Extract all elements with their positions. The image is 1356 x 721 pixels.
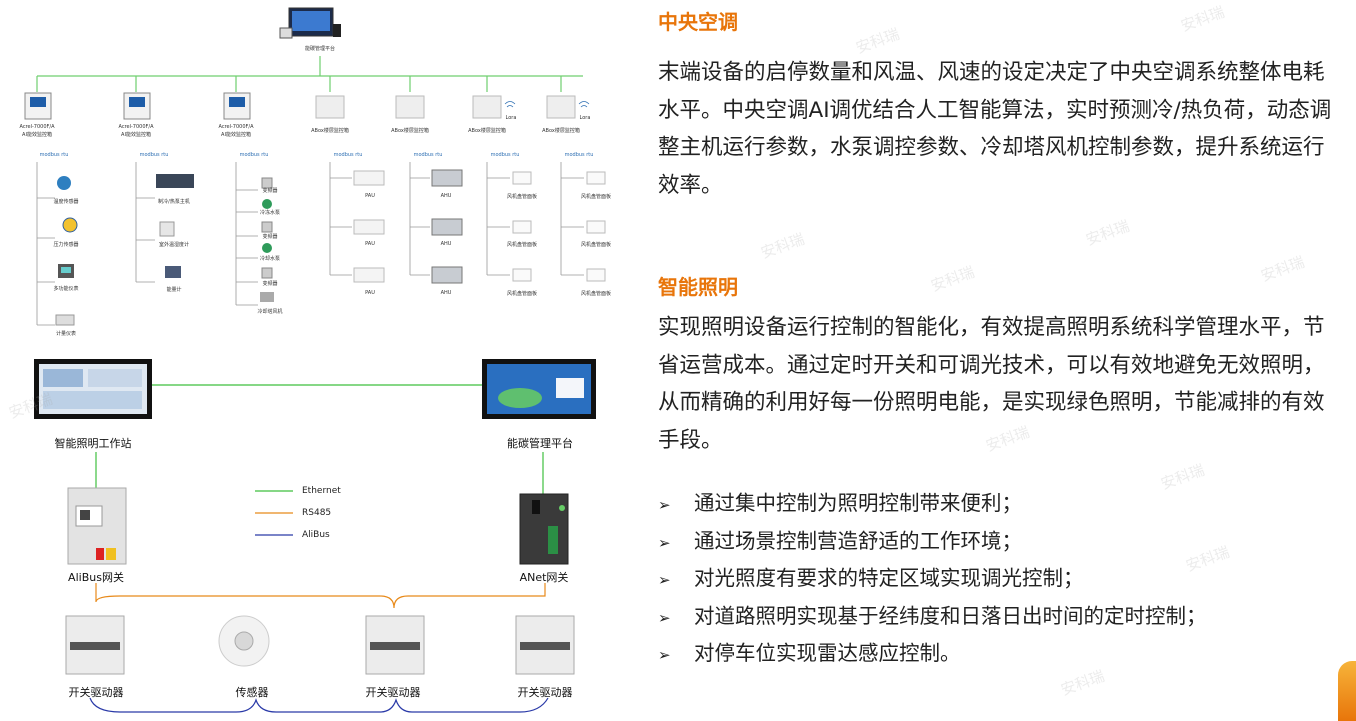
ceiling-sensor-icon	[218, 615, 270, 667]
meter-label-2a: Acrel-7000F/A	[118, 124, 154, 130]
arrow-bullet-icon: ➢	[658, 608, 671, 627]
legend-alibus: AliBus	[302, 530, 330, 540]
col3-device-4: 冷却水泵	[259, 256, 281, 262]
meter-label-3a: Acrel-7000F/A	[218, 124, 254, 130]
col2-device-1: 制冷/热泵主机	[158, 199, 190, 205]
meter-label-1a: Acrel-7000F/A	[19, 124, 55, 130]
platform-monitor-icon	[482, 359, 596, 419]
fcu-label-3: 风机盘管面板	[506, 291, 538, 297]
meter-label-1b: AI能效监控箱	[22, 132, 52, 138]
ahu-label-2: AHU	[440, 241, 452, 247]
col1-device-3: 多功能仪表	[53, 286, 79, 292]
meter-label-3b: AI能效监控箱	[221, 132, 251, 138]
modbus-label-2: modbus rtu	[139, 152, 169, 158]
arrow-bullet-icon: ➢	[658, 571, 671, 589]
switch-actuator-icon	[65, 615, 575, 675]
lora-label-2: Lora	[579, 115, 591, 121]
panel-label-2: ABox楼层监控箱	[391, 128, 429, 134]
corner-decoration	[1338, 661, 1356, 721]
col3-device-6: 冷却塔风机	[257, 309, 283, 315]
anet-gateway-icon	[519, 493, 569, 565]
top-platform-label: 能碳管理平台	[304, 46, 336, 52]
hvac-section-title: 中央空调	[658, 10, 738, 34]
modbus-label-4: modbus rtu	[333, 152, 363, 158]
platform-screen-icon	[279, 7, 341, 39]
workstation-monitor-icon	[34, 359, 152, 419]
col3-device-1: 变频器	[262, 188, 278, 194]
list-item: ➢通过集中控制为照明控制带来便利；	[658, 485, 1348, 523]
arrow-bullet-icon: ➢	[658, 496, 671, 514]
fcu-label-6: 风机盘管面板	[580, 291, 612, 297]
ahu-label-3: AHU	[440, 290, 452, 296]
fcu-label-2: 风机盘管面板	[506, 242, 538, 248]
col1-device-1: 温度传感器	[53, 199, 79, 205]
bottom-device-1: 开关驱动器	[68, 686, 124, 699]
hvac-unit-icon	[353, 169, 606, 284]
modbus-label-7: modbus rtu	[564, 152, 594, 158]
system-diagram: 能碳管理平台 Acrel-7000F/A AI能效监控箱 Acrel-7000F…	[0, 0, 640, 721]
list-item: ➢通过场景控制营造舒适的工作环境；	[658, 523, 1348, 561]
fcu-label-1: 风机盘管面板	[506, 194, 538, 200]
panel-label-1: ABox楼层监控箱	[311, 128, 349, 134]
pump-device-icon	[260, 177, 274, 302]
wireless-icon	[504, 101, 590, 108]
list-item: ➢对光照度有要求的特定区域实现调光控制；	[658, 560, 1348, 598]
fcu-label-4: 风机盘管面板	[580, 194, 612, 200]
bottom-device-2: 传感器	[235, 686, 269, 699]
floor-panel-icon	[315, 95, 576, 119]
description-panel: 中央空调 末端设备的启停数量和风温、风速的设定决定了中央空调系统整体电耗水平。中…	[658, 0, 1348, 721]
col2-device-2: 室外温湿度计	[158, 242, 190, 248]
col2-device-3: 能量计	[166, 287, 182, 293]
modbus-label-5: modbus rtu	[413, 152, 443, 158]
list-item: ➢对道路照明实现基于经纬度和日落日出时间的定时控制；	[658, 598, 1348, 636]
list-item: ➢对停车位实现雷达感应控制。	[658, 635, 1348, 673]
col1-device-4: 计量仪表	[55, 331, 77, 337]
alibus-gateway-label: AliBus网关	[68, 571, 124, 584]
col1-device-2: 压力传感器	[53, 242, 79, 248]
col3-device-5: 变频器	[262, 281, 278, 287]
anet-gateway-label: ANet网关	[519, 571, 569, 584]
lighting-bullet-list: ➢通过集中控制为照明控制带来便利； ➢通过场景控制营造舒适的工作环境； ➢对光照…	[658, 485, 1348, 673]
hvac-section-text: 末端设备的启停数量和风温、风速的设定决定了中央空调系统整体电耗水平。中央空调AI…	[658, 60, 1332, 198]
lighting-section-title: 智能照明	[658, 275, 738, 299]
plant-device-icon	[156, 174, 194, 278]
arrow-bullet-icon: ➢	[658, 533, 671, 552]
col3-device-2: 冷冻水泵	[259, 210, 281, 216]
alibus-gateway-icon	[67, 487, 127, 565]
legend-ethernet: Ethernet	[302, 486, 341, 496]
meter-label-2b: AI能效监控箱	[121, 132, 151, 138]
pau-label-3: PAU	[365, 290, 375, 296]
meter-box-icon	[24, 92, 251, 120]
modbus-label-1: modbus rtu	[39, 152, 69, 158]
fcu-label-5: 风机盘管面板	[580, 242, 612, 248]
modbus-label-3: modbus rtu	[239, 152, 269, 158]
modbus-label-6: modbus rtu	[490, 152, 520, 158]
lora-label-1: Lora	[505, 115, 517, 121]
diagram-lines	[24, 7, 606, 713]
legend-rs485: RS485	[302, 508, 332, 518]
arrow-bullet-icon: ➢	[658, 646, 671, 664]
bottom-device-4: 开关驱动器	[517, 686, 573, 699]
lower-platform-label: 能碳管理平台	[507, 437, 573, 450]
sensor-device-icon	[55, 176, 78, 326]
panel-label-3: ABox楼层监控箱	[468, 128, 506, 134]
bottom-device-3: 开关驱动器	[365, 686, 421, 699]
pau-label-1: PAU	[365, 193, 375, 199]
col3-device-3: 变频器	[262, 234, 278, 240]
panel-label-4: ABox楼层监控箱	[542, 128, 580, 134]
pau-label-2: PAU	[365, 241, 375, 247]
ahu-label-1: AHU	[440, 193, 452, 199]
lighting-section-text: 实现照明设备运行控制的智能化，有效提高照明系统科学管理水平，节省运营成本。通过定…	[658, 315, 1325, 453]
workstation-label: 智能照明工作站	[54, 437, 132, 450]
